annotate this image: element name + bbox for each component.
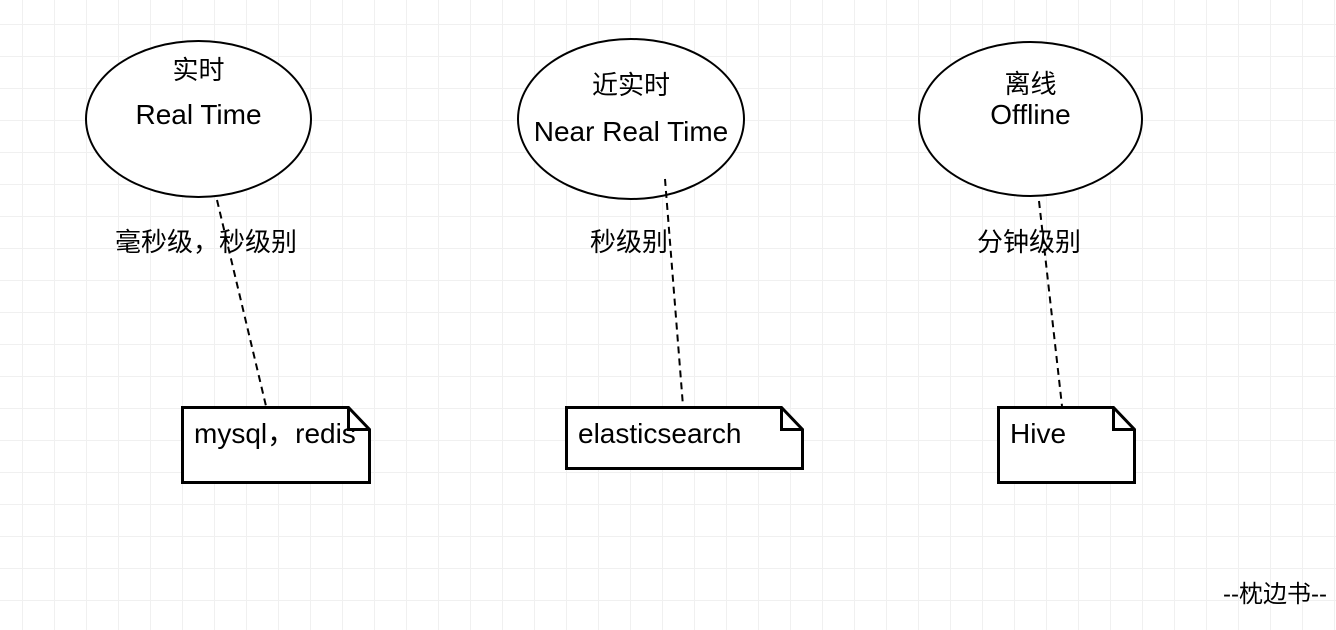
node-title-zh: 离线 <box>1004 69 1057 99</box>
node-title-en: Real Time <box>135 99 262 130</box>
edge-label-realtime-latency: 毫秒级，秒级别 <box>115 227 298 257</box>
note-mysql-redis: mysql，redis <box>181 406 371 484</box>
note-shape <box>181 406 371 484</box>
node-title-zh: 近实时 <box>591 70 670 100</box>
node-title-en: Offline <box>990 99 1071 130</box>
node-real-time: 实时 Real Time <box>85 40 312 198</box>
note-shape <box>997 406 1136 484</box>
note-elasticsearch: elasticsearch <box>565 406 804 470</box>
edge-label-offline-latency: 分钟级别 <box>977 227 1082 257</box>
note-fold-corner <box>347 407 370 431</box>
node-title-en: Near Real Time <box>533 116 729 147</box>
connector-offline-note <box>1038 200 1063 407</box>
note-text: elasticsearch <box>578 418 742 449</box>
note-fold-corner <box>780 407 803 431</box>
note-text: mysql，redis <box>194 418 356 449</box>
note-hive: Hive <box>997 406 1136 484</box>
note-outline <box>997 406 1136 484</box>
note-outline <box>181 406 371 484</box>
note-text: Hive <box>1010 418 1067 449</box>
watermark-signature: --枕边书-- <box>1223 581 1327 608</box>
note-fold-corner <box>1112 407 1135 431</box>
note-outline <box>565 406 804 470</box>
node-offline: 离线 Offline <box>918 41 1143 197</box>
node-near-real-time: 近实时 Near Real Time <box>517 38 745 200</box>
node-title-zh: 实时 <box>172 55 225 85</box>
connector-near-real-time-note <box>664 178 684 407</box>
note-shape <box>565 406 804 470</box>
edge-label-nearrealtime-latency: 秒级别 <box>590 227 669 257</box>
